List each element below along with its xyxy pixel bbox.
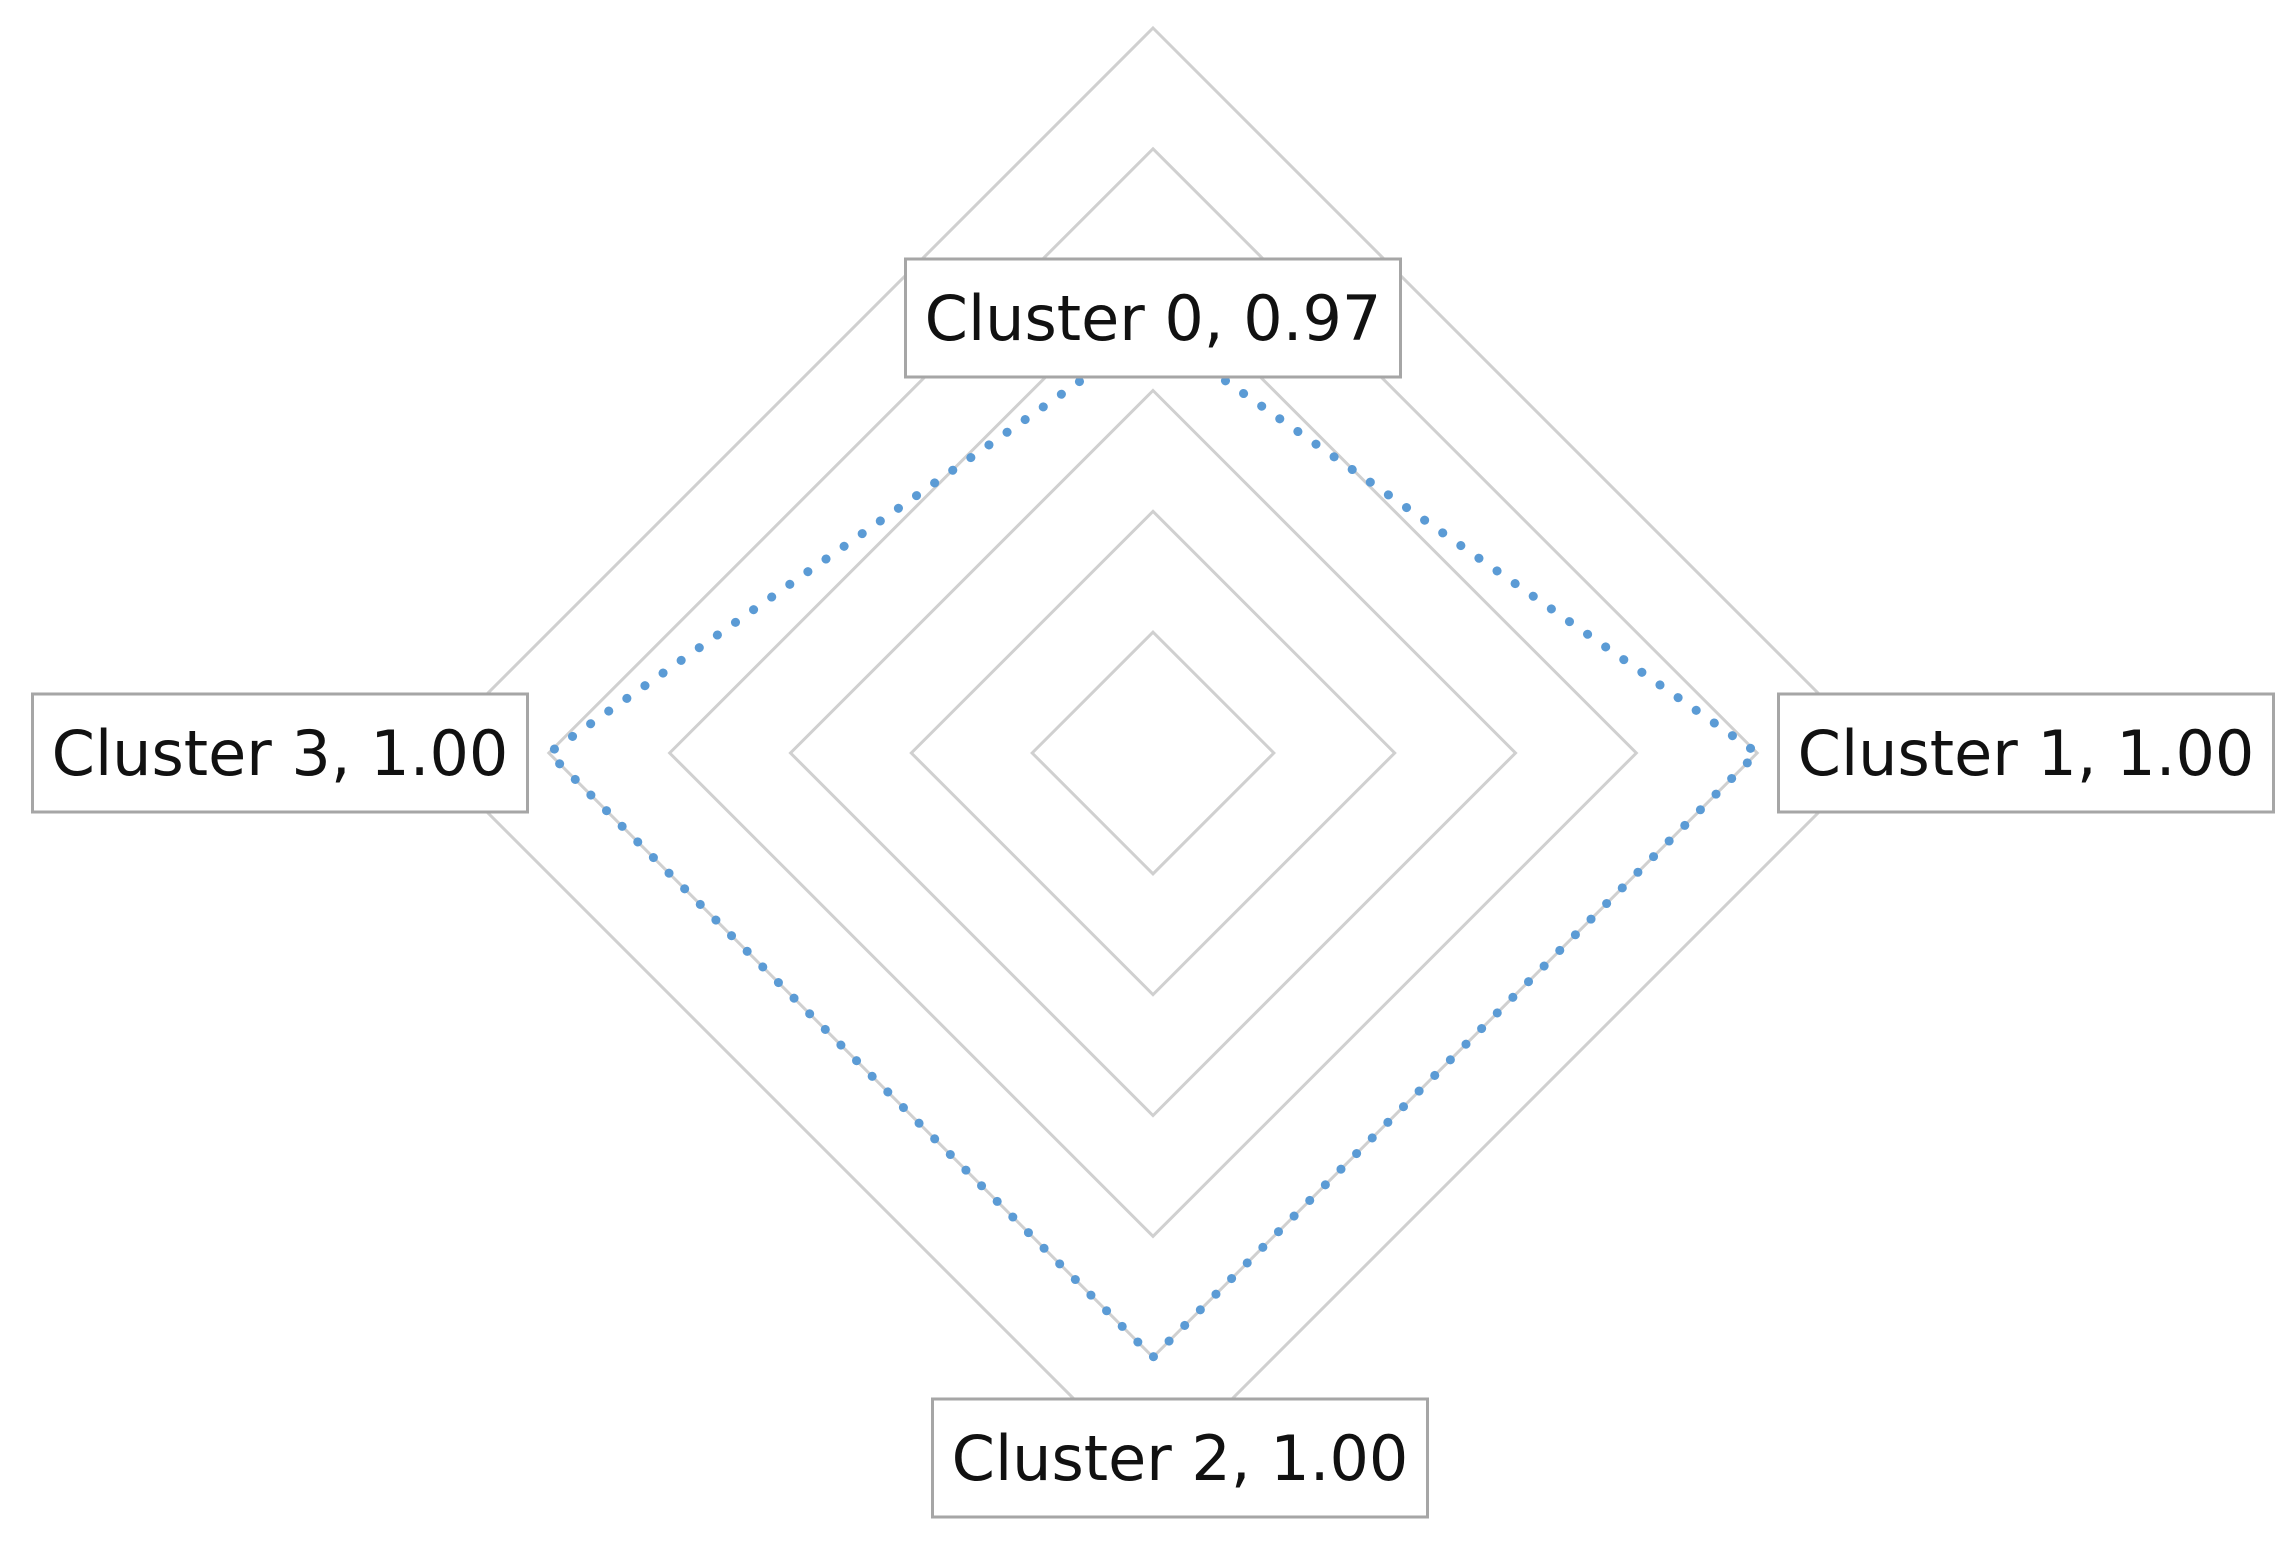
data-label-3: Cluster 3, 1.00 xyxy=(31,692,529,814)
grid-ring-6 xyxy=(425,25,1881,1481)
grid-ring-3 xyxy=(788,388,1518,1118)
data-label-0: Cluster 0, 0.97 xyxy=(904,257,1402,379)
grid-ring-1 xyxy=(1030,630,1276,876)
data-label-text: Cluster 0, 0.97 xyxy=(925,282,1382,355)
radar-series xyxy=(541,309,1765,1364)
radar-grid xyxy=(425,25,1881,1481)
data-label-text: Cluster 3, 1.00 xyxy=(52,717,509,790)
grid-ring-2 xyxy=(909,509,1397,997)
data-label-box xyxy=(931,1397,1429,1519)
grid-ring-4 xyxy=(667,267,1639,1239)
data-label-text: Cluster 2, 1.00 xyxy=(952,1422,1409,1495)
data-label-1: Cluster 1, 1.00 xyxy=(1777,692,2275,814)
data-label-box xyxy=(31,692,529,814)
data-label-box xyxy=(1777,692,2275,814)
data-label-box xyxy=(904,257,1402,379)
data-label-text: Cluster 1, 1.00 xyxy=(1798,717,2255,790)
series-line-0 xyxy=(541,324,1765,1364)
data-label-2: Cluster 2, 1.00 xyxy=(931,1397,1429,1519)
